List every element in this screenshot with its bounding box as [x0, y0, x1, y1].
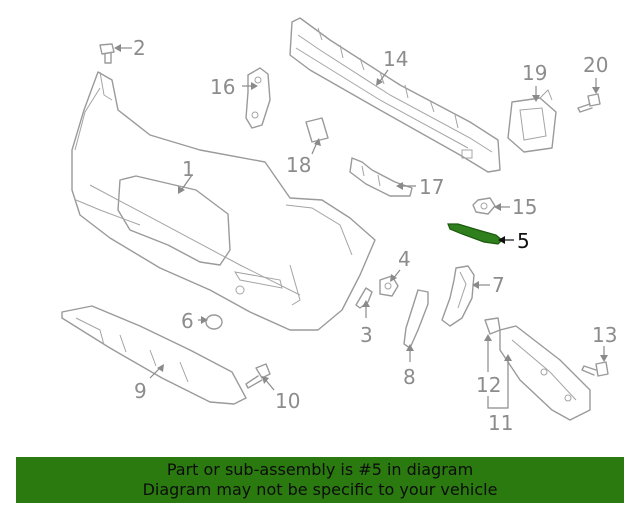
- parts-diagram: 1 2 3 4 5 6 7 8 9 10 11 12 13 14 15 16 1…: [61, 17, 617, 435]
- callout-6: 6: [181, 309, 194, 333]
- part-19-block: [507, 89, 557, 153]
- part-3-clip: [355, 287, 373, 309]
- callout-4: 4: [398, 247, 411, 271]
- part-4-socket: [379, 275, 399, 297]
- leader-lines: [114, 44, 608, 409]
- part-5-reflector: [447, 223, 503, 245]
- callout-2: 2: [133, 36, 146, 60]
- part-14-beam: [289, 17, 501, 173]
- callout-12: 12: [476, 373, 501, 397]
- callout-1: 1: [182, 157, 195, 181]
- callout-8: 8: [403, 365, 416, 389]
- part-8-strip: [403, 289, 429, 349]
- part-9-diffuser: [61, 305, 247, 405]
- banner-line-2: Diagram may not be specific to your vehi…: [142, 480, 498, 499]
- callout-17: 17: [419, 175, 444, 199]
- part-16-bracket: [245, 67, 271, 129]
- callout-5: 5: [517, 229, 530, 253]
- callout-9: 9: [134, 379, 147, 403]
- callout-13: 13: [592, 323, 617, 347]
- part-17-bracket: [349, 157, 413, 197]
- callout-3: 3: [360, 323, 373, 347]
- callout-7: 7: [492, 273, 505, 297]
- callout-19: 19: [522, 61, 547, 85]
- part-13-bolt: [581, 361, 609, 377]
- part-11-bracket: [499, 325, 591, 421]
- part-6-grommet: [205, 314, 223, 330]
- callout-labels: 1 2 3 4 5 6 7 8 9 10 11 12 13 14 15 16 1…: [133, 36, 617, 435]
- part-10-fastener: [245, 363, 271, 389]
- callout-16: 16: [210, 75, 235, 99]
- callout-18: 18: [286, 153, 311, 177]
- callout-15: 15: [512, 195, 537, 219]
- callout-10: 10: [275, 389, 300, 413]
- part-info-banner: Part or sub-assembly is #5 in diagram Di…: [16, 457, 624, 503]
- part-18-pad: [305, 117, 329, 143]
- callout-11: 11: [488, 411, 513, 435]
- part-20-bolt: [577, 93, 601, 113]
- part-bumper-cover: [71, 71, 376, 331]
- part-12-clip: [484, 317, 501, 335]
- part-7-trim: [441, 265, 475, 327]
- part-15-nut: [472, 197, 496, 215]
- callout-14: 14: [383, 47, 408, 71]
- part-2-bolt: [99, 43, 115, 64]
- banner-line-1: Part or sub-assembly is #5 in diagram: [166, 460, 474, 479]
- callout-20: 20: [583, 53, 608, 77]
